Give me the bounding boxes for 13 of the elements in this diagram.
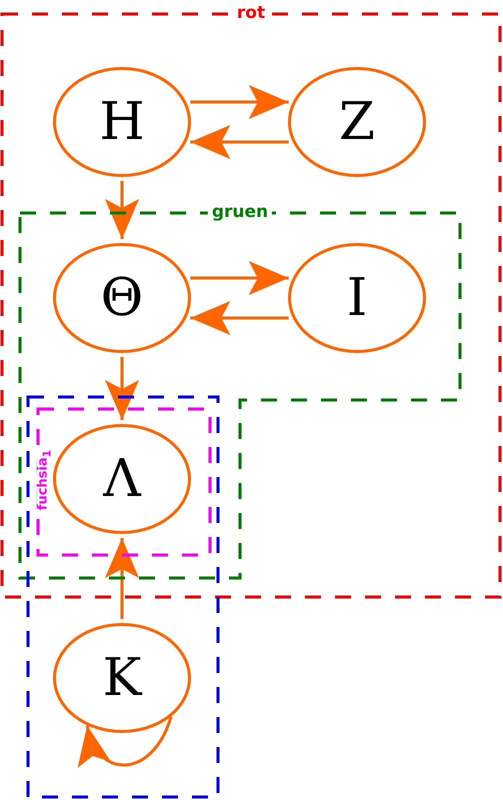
- arrow: [190, 301, 289, 335]
- node-letter: H: [99, 96, 145, 148]
- arrow: [190, 85, 289, 119]
- arrow: [105, 357, 139, 420]
- arrow: [190, 261, 289, 295]
- node-letter: Z: [338, 96, 376, 148]
- node-letter: Λ: [103, 453, 141, 505]
- node-letter: I: [346, 272, 368, 324]
- node-letter: Θ: [100, 272, 144, 324]
- node-letter: K: [102, 652, 142, 704]
- arrow: [105, 181, 139, 239]
- arrow: [105, 538, 139, 619]
- arrow: [190, 125, 289, 159]
